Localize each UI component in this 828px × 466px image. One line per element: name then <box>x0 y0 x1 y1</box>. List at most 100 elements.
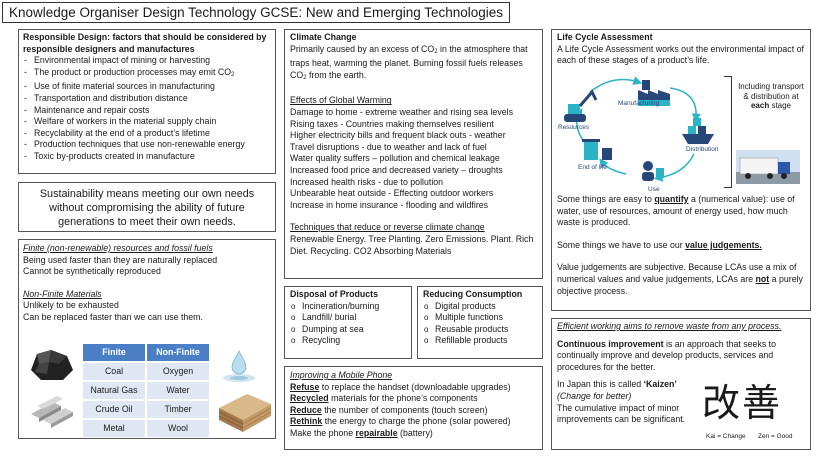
table-row: Natural Gas Water <box>83 382 209 399</box>
steel-bars-image <box>31 396 73 428</box>
phone-row: Rethink the energy to charge the phone (… <box>290 416 511 427</box>
sustainability-box: Sustainability means meeting our own nee… <box>18 182 276 232</box>
reduce-text: Renewable Energy. Tree Planting. Zero Em… <box>290 233 534 256</box>
effect-item: Increased food price and decreased varie… <box>290 164 503 175</box>
phone-row: Make the phone repairable (battery) <box>290 427 433 438</box>
list-item: Maintenance and repair costs <box>23 105 271 117</box>
materials-table: Finite Non-Finite Coal Oxygen Natural Ga… <box>81 342 211 438</box>
recycle-bin-icon <box>582 139 612 160</box>
effect-item: Unbearable heat outside - Effecting outd… <box>290 188 494 199</box>
kaizen-kanji: 改善 <box>702 381 783 425</box>
list-item: Recyclability at the end of a product’s … <box>23 128 271 140</box>
finite-heading: Finite (non-renewable) resources and fos… <box>23 243 213 253</box>
ship-icon <box>682 118 714 144</box>
excavator-icon <box>564 89 598 122</box>
list-item: Dumping at sea <box>290 324 406 336</box>
table-cell: Wool <box>147 420 209 437</box>
table-cell: Timber <box>147 401 209 418</box>
effect-item: Rising taxes - Countries making themselv… <box>290 118 494 129</box>
page-title: Knowledge Organiser Design Technology GC… <box>2 2 511 23</box>
effect-item: Water quality suffers – pollution and ch… <box>290 153 500 164</box>
nonfinite-line: Can be replaced faster than we can use t… <box>23 311 203 322</box>
table-header-row: Finite Non-Finite <box>83 344 209 361</box>
effect-item: Higher electricity bills and frequent bl… <box>290 130 506 141</box>
nonfinite-column-header: Non-Finite <box>147 344 209 361</box>
effect-item: Increase in home insurance - flooding an… <box>290 199 489 210</box>
disposal-heading: Disposal of Products <box>290 289 378 299</box>
table-cell: Natural Gas <box>83 382 145 399</box>
list-item: Use of finite material sources in manufa… <box>23 81 271 93</box>
reduce-heading: Techniques that reduce or reverse climat… <box>290 222 485 233</box>
effect-item: Increased health risks - due to pollutio… <box>290 176 444 187</box>
reducing-consumption-box: Reducing Consumption Digital products Mu… <box>417 286 543 359</box>
list-item: Reusable products <box>423 324 537 336</box>
stage-label-use: Use <box>648 186 660 193</box>
climate-heading: Climate Change <box>290 32 357 42</box>
user-icon <box>642 161 664 181</box>
stage-label-manufacturing: Manufacturing <box>618 100 660 107</box>
disposal-list: Incineration/burning Landfill/ burial Du… <box>290 301 406 347</box>
list-item: Refillable products <box>423 335 537 347</box>
responsible-design-heading: Responsible Design: factors that should … <box>23 32 267 54</box>
finite-line: Being used faster than they are naturall… <box>23 254 218 265</box>
factory-icon <box>638 80 670 106</box>
lca-text: Some things are easy to quantify a (nume… <box>557 194 807 297</box>
kaizen-meaning: (Change for better) <box>557 390 632 401</box>
disposal-box: Disposal of Products Incineration/burnin… <box>284 286 412 359</box>
list-item: Toxic by-products created in manufacture <box>23 151 271 163</box>
table-row: Crude Oil Timber <box>83 401 209 418</box>
stage-label-resources: Resources <box>558 124 590 131</box>
coal-image <box>31 350 73 380</box>
stage-label-distribution: Distribution <box>686 146 719 153</box>
list-item: Incineration/burning <box>290 301 406 313</box>
table-cell: Crude Oil <box>83 401 145 418</box>
lca-heading: Life Cycle Assessment <box>557 32 653 42</box>
table-cell: Metal <box>83 420 145 437</box>
phone-heading: Improving a Mobile Phone <box>290 370 393 380</box>
phone-row: Reduce the number of components (touch s… <box>290 404 488 415</box>
list-item: Digital products <box>423 301 537 313</box>
impact-text: The cumulative impact of minor improveme… <box>557 402 686 425</box>
responsible-design-list: Environmental impact of mining or harves… <box>23 55 271 162</box>
table-row: Metal Wool <box>83 420 209 437</box>
efficient-heading: Efficient working aims to remove waste f… <box>557 321 782 331</box>
finite-column-header: Finite <box>83 344 145 361</box>
list-item: Multiple functions <box>423 312 537 324</box>
list-item: Welfare of workers in the material suppl… <box>23 116 271 128</box>
bracket-divider <box>724 76 732 188</box>
kaizen-paragraph: In Japan this is called ‘Kaizen’ <box>557 379 677 390</box>
stage-label-end-of-life: End of life <box>578 164 607 171</box>
reducing-list: Digital products Multiple functions Reus… <box>423 301 537 347</box>
mobile-phone-box: Improving a Mobile Phone Refuse to repla… <box>284 366 543 450</box>
efficient-working-box: Efficient working aims to remove waste f… <box>551 318 811 450</box>
reducing-heading: Reducing Consumption <box>423 289 523 299</box>
list-item: Recycling <box>290 335 406 347</box>
quantify-paragraph: Some things are easy to quantify a (nume… <box>557 194 795 228</box>
subjective-paragraph: Value judgements are subjective. Because… <box>557 262 803 296</box>
truck-image <box>736 150 800 184</box>
climate-intro: Primarily caused by an excess of CO2 in … <box>290 43 528 81</box>
transport-note: Including transport & distribution at ea… <box>738 82 804 111</box>
table-cell: Water <box>147 382 209 399</box>
list-item: Transportation and distribution distance <box>23 93 271 105</box>
effect-item: Damage to home - extreme weather and ris… <box>290 106 513 117</box>
table-cell: Oxygen <box>147 363 209 380</box>
continuous-improvement-paragraph: Continuous improvement is an approach th… <box>557 338 777 372</box>
water-drop-image <box>223 350 255 382</box>
timber-image <box>218 394 272 432</box>
effect-item: Travel disruptions - due to weather and … <box>290 141 487 152</box>
climate-change-box: Climate Change Primarily caused by an ex… <box>284 29 543 279</box>
lca-cycle-diagram <box>564 76 714 182</box>
phone-row: Refuse to replace the handset (downloada… <box>290 381 511 392</box>
zen-caption: Zen = Good <box>758 433 793 440</box>
list-item: Environmental impact of mining or harves… <box>23 55 271 67</box>
value-judgement-paragraph: Some things we have to use our value jud… <box>557 239 762 250</box>
materials-box: Finite (non-renewable) resources and fos… <box>18 239 276 439</box>
table-row: Coal Oxygen <box>83 363 209 380</box>
nonfinite-heading: Non-Finite Materials <box>23 288 102 299</box>
lca-box: Life Cycle Assessment A Life Cycle Asses… <box>551 29 811 311</box>
table-cell: Coal <box>83 363 145 380</box>
list-item: The product or production processes may … <box>23 67 271 82</box>
responsible-design-box: Responsible Design: factors that should … <box>18 29 276 174</box>
nonfinite-line: Unlikely to be exhausted <box>23 300 119 311</box>
